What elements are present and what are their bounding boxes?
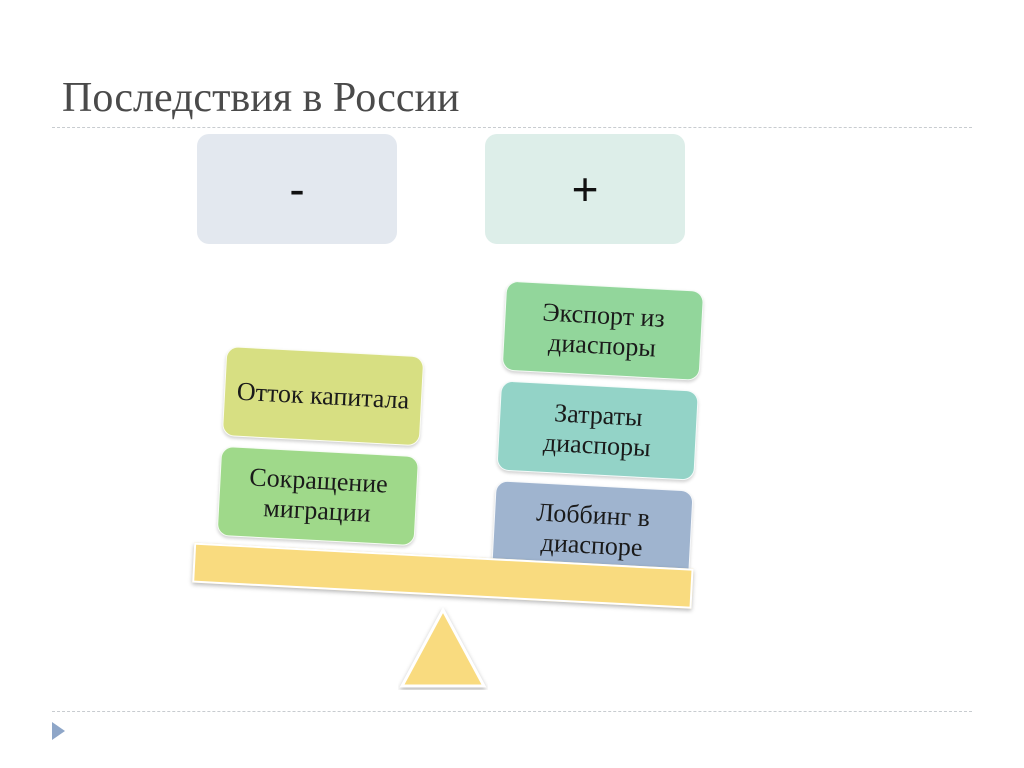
block-migration-reduction: Сокращение миграции [216,445,420,547]
balance-scale: Отток капитала Сокращение миграции Экспо… [188,280,722,644]
block-diaspora-export: Экспорт из диаспоры [501,280,705,381]
block-label: Отток капитала [236,376,411,415]
plus-label: + [571,163,599,215]
title-divider [52,127,972,128]
block-label: Экспорт из диаспоры [541,297,666,363]
block-label: Затраты диаспоры [542,398,652,463]
block-label: Сокращение миграции [248,462,389,528]
minus-header: - [197,134,397,244]
plus-header: + [485,134,685,244]
minus-label: - [289,163,305,215]
slide-title: Последствия в России [62,75,460,121]
footer-divider [52,711,972,712]
block-diaspora-spending: Затраты диаспоры [496,380,699,481]
block-capital-outflow: Отток капитала [221,346,425,447]
triangle-right-icon [52,722,65,740]
fulcrum-shape [399,606,487,688]
fulcrum-triangle [399,606,487,688]
block-label: Лоббинг в диаспоре [535,497,651,563]
